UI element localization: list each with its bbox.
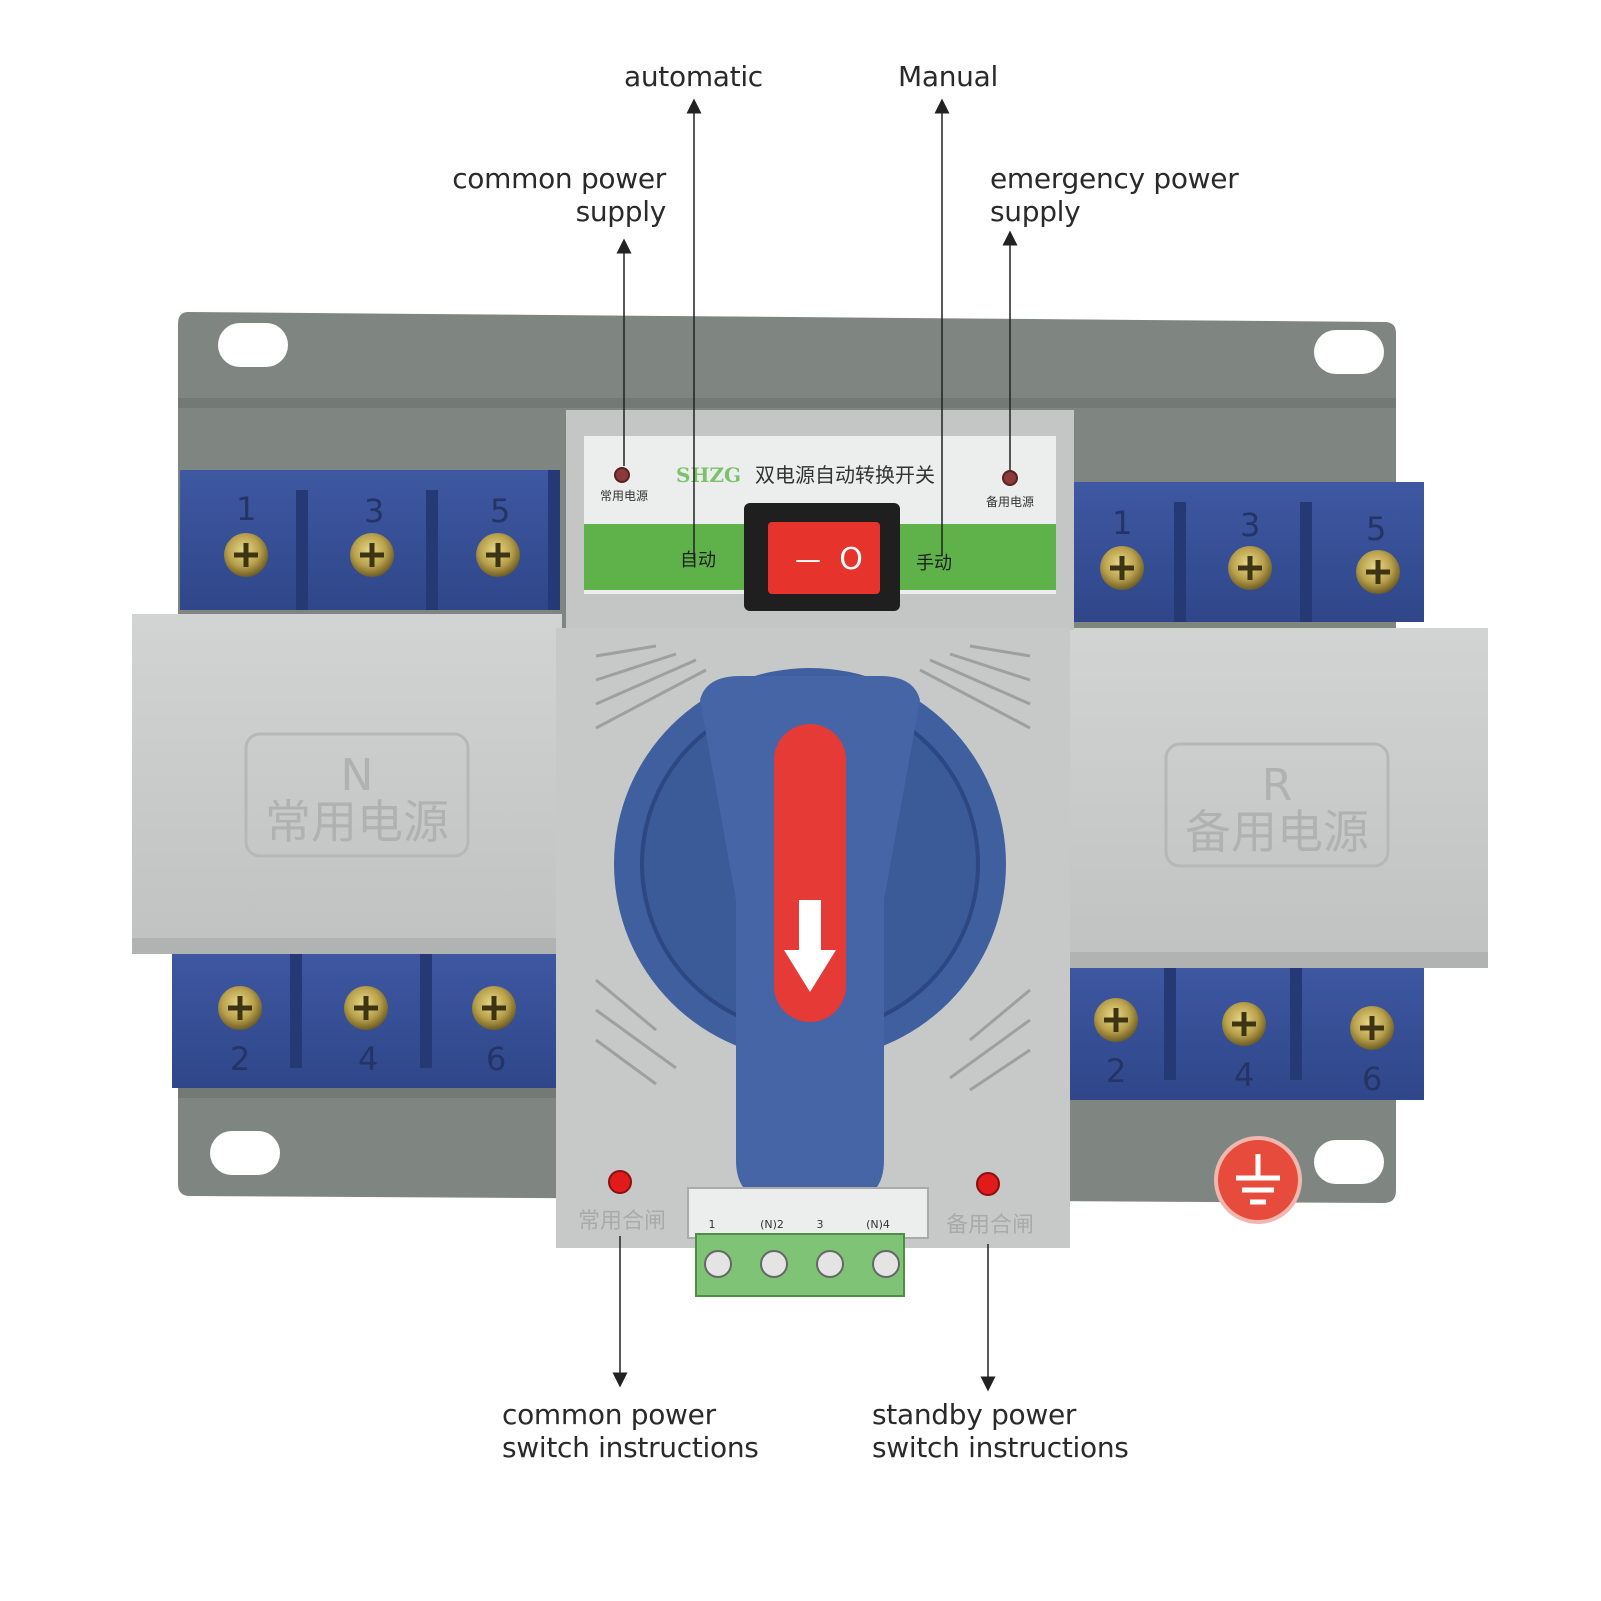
closing-label-standby: 备用合闸 (946, 1213, 1034, 1238)
terminal-number-top-right-3: 3 (1240, 506, 1260, 544)
closing-led-standby (976, 1172, 1000, 1196)
rocker-off-mark: — (795, 545, 821, 575)
callout-common-supply: common power supply (420, 162, 666, 228)
callout-automatic-text: automatic (624, 60, 763, 93)
led-standby-power (1002, 470, 1018, 486)
signal-terminal-screws (704, 1250, 900, 1278)
mode-manual-label: 手动 (916, 553, 952, 574)
callout-emergency-supply-line1: emergency power (990, 162, 1239, 195)
brand-logo: SHZG (676, 463, 741, 487)
terminal-number-top-left-5: 5 (490, 492, 510, 530)
callout-common-supply-line2: supply (575, 195, 667, 228)
cover-standby-power: R 备用电源 (1048, 628, 1488, 968)
terminal-number-bottom-right-2: 2 (1106, 1052, 1126, 1090)
terminal-number-bottom-left-2: 2 (230, 1040, 250, 1078)
terminal-number-top-right-5: 5 (1366, 510, 1386, 548)
signal-terminal-label-1: 1 (709, 1218, 716, 1231)
callout-common-switch-line1: common power (502, 1398, 716, 1431)
product-title: 双电源自动转换开关 (755, 463, 935, 487)
callout-common-supply-line1: common power (452, 162, 666, 195)
led-common-power (614, 467, 630, 483)
terminal-number-top-right-1: 1 (1112, 504, 1132, 542)
mount-hole-top-left (218, 323, 288, 367)
cover-common-power: N 常用电源 (132, 614, 562, 954)
terminal-number-top-left-1: 1 (236, 490, 256, 528)
mode-auto-label: 自动 (680, 550, 716, 571)
rotary-handle[interactable] (614, 668, 1006, 1200)
led-standby-power-label: 备用电源 (986, 495, 1034, 509)
mount-hole-bottom-left (210, 1131, 280, 1175)
terminal-number-bottom-right-4: 4 (1234, 1056, 1254, 1094)
callout-standby-switch-line2: switch instructions (872, 1431, 1129, 1464)
terminal-number-bottom-left-4: 4 (358, 1040, 378, 1078)
cover-right-letter: R (1262, 760, 1293, 811)
callout-automatic: automatic (624, 60, 763, 93)
callout-manual-text: Manual (898, 60, 998, 93)
rocker-on-mark: O (839, 542, 863, 577)
callout-emergency-supply: emergency power supply (990, 162, 1239, 228)
mount-hole-top-right (1314, 330, 1384, 374)
signal-terminal-label-n4: (N)4 (866, 1218, 890, 1231)
callout-standby-switch: standby power switch instructions (872, 1398, 1129, 1464)
closing-led-common (608, 1170, 632, 1194)
callout-emergency-supply-line2: supply (990, 195, 1081, 228)
callout-common-switch-line2: switch instructions (502, 1431, 759, 1464)
mount-hole-bottom-right (1314, 1140, 1384, 1184)
terminal-number-bottom-left-6: 6 (486, 1040, 506, 1078)
mode-rocker-switch[interactable]: — O (744, 503, 900, 611)
closing-label-common: 常用合闸 (578, 1209, 666, 1234)
callout-leaders (612, 98, 1018, 1392)
cover-right-text: 备用电源 (1185, 805, 1369, 859)
cover-left-text: 常用电源 (265, 795, 449, 849)
led-common-power-label: 常用电源 (600, 489, 648, 503)
callout-common-switch: common power switch instructions (502, 1398, 759, 1464)
signal-terminal-label-n2: (N)2 (760, 1218, 784, 1231)
terminal-screws (218, 533, 1400, 1050)
callout-manual: Manual (898, 60, 998, 93)
ground-icon (1214, 1136, 1302, 1224)
signal-terminal-strip (687, 1187, 929, 1297)
signal-terminal-label-3: 3 (817, 1218, 824, 1231)
callout-standby-switch-line1: standby power (872, 1398, 1077, 1431)
cover-left-letter: N (341, 750, 374, 801)
terminal-number-bottom-right-6: 6 (1362, 1060, 1382, 1098)
terminal-number-top-left-3: 3 (364, 492, 384, 530)
